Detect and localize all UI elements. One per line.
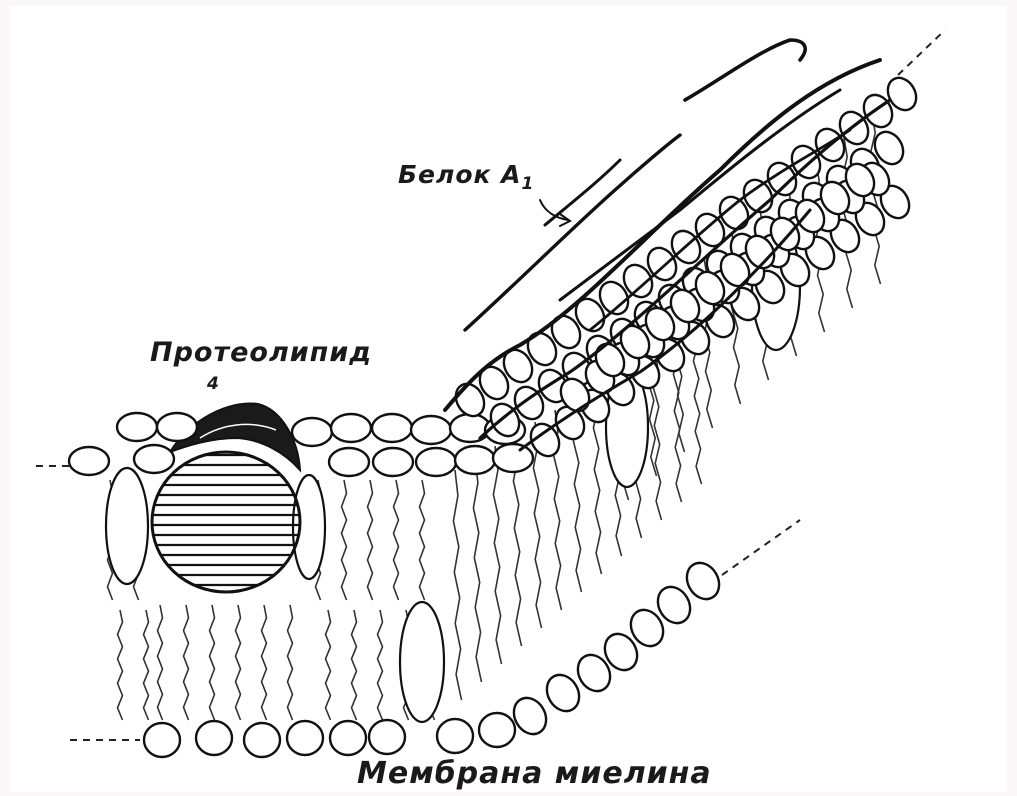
lipid-head — [416, 448, 456, 476]
lipid-head — [493, 444, 533, 472]
protein-a1-label: Белок А1 — [398, 160, 534, 194]
lipid-tail — [288, 605, 293, 720]
lipid-head — [330, 721, 366, 755]
lipid-head — [329, 448, 369, 476]
lipid-head — [455, 446, 495, 474]
lipid-tail — [210, 605, 215, 720]
lipid-head — [331, 414, 371, 442]
fold-line — [685, 40, 805, 100]
protein-a1-subscript: 1 — [522, 174, 535, 194]
lipid-head — [157, 413, 197, 441]
lipid-head — [287, 721, 323, 755]
lipid-head — [244, 723, 280, 757]
lipid-tail — [493, 446, 501, 664]
lipid-tail — [342, 480, 347, 600]
lipid-head — [372, 414, 412, 442]
lipid-head — [196, 721, 232, 755]
lipid-tail — [368, 480, 373, 600]
lipid-head — [369, 720, 405, 754]
lipid-tail — [352, 610, 357, 720]
protein-a1-text: Белок А — [398, 160, 522, 189]
lipid-tail — [262, 605, 267, 720]
myelin-membrane-caption: Мембрана миелина — [357, 756, 712, 791]
lipid-head — [117, 413, 157, 441]
lipid-tail — [144, 610, 149, 720]
lipid-head — [437, 719, 473, 753]
lipid-tail — [453, 470, 461, 700]
extension-dash — [898, 30, 945, 75]
lipid-head — [411, 416, 451, 444]
lipid-tail — [326, 610, 331, 720]
lipid-tail — [394, 480, 399, 600]
lipid-tail — [378, 610, 383, 720]
extension-dash — [722, 520, 800, 575]
integral-protein — [293, 475, 325, 579]
proteolipid-body — [152, 452, 300, 592]
lipid-head — [292, 418, 332, 446]
lipid-head — [134, 445, 174, 473]
fold-line — [545, 160, 620, 225]
lipid-tail — [473, 458, 481, 682]
lipid-tail — [118, 610, 123, 720]
lipid-head — [144, 723, 180, 757]
lipid-head — [479, 713, 515, 747]
proteolipid-label: Протеолипид — [150, 337, 372, 368]
myelin-membrane-text: Мембрана миелина — [357, 756, 712, 791]
integral-protein — [106, 468, 148, 584]
lipid-head — [373, 448, 413, 476]
lipid-tail — [420, 480, 425, 600]
proteolipid-text: Протеолипид — [150, 337, 372, 368]
integral-protein — [400, 602, 444, 722]
lipid-tail — [158, 605, 163, 720]
lipid-tail — [184, 605, 189, 720]
proteolipid-number: 4 — [207, 374, 220, 394]
lipid-tail — [236, 605, 241, 720]
lipid-head — [69, 447, 109, 475]
